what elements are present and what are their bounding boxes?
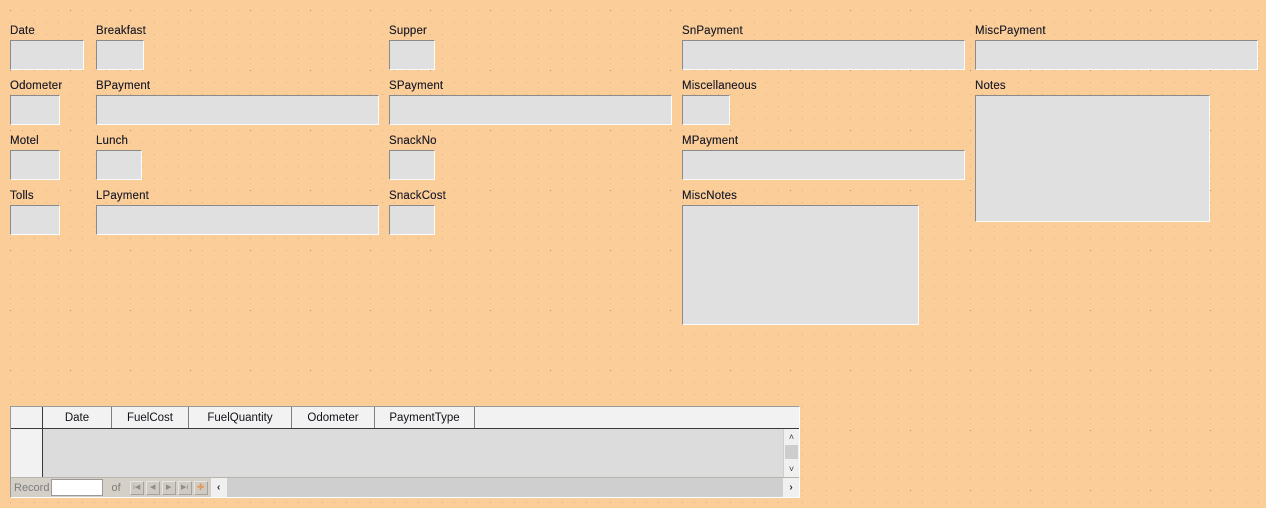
textbox-mpayment[interactable] [682, 150, 965, 180]
textbox-miscellaneous[interactable] [682, 95, 730, 125]
field-group-tolls: Tolls [10, 190, 60, 235]
textbox-motel[interactable] [10, 150, 60, 180]
label-supper: Supper [389, 25, 427, 37]
field-group-bpayment: BPayment [96, 80, 379, 125]
scroll-down-icon[interactable]: ˅ [784, 461, 799, 477]
label-bpayment: BPayment [96, 80, 151, 92]
label-tolls: Tolls [10, 190, 34, 202]
previous-record-button[interactable]: ◀ [145, 480, 160, 495]
vertical-scroll-thumb[interactable] [785, 445, 798, 459]
label-miscpayment: MiscPayment [975, 25, 1046, 37]
column-header-filler [475, 407, 799, 428]
label-notes: Notes [975, 80, 1006, 92]
column-header-date[interactable]: Date [43, 407, 112, 428]
column-header-fuelcost[interactable]: FuelCost [112, 407, 189, 428]
label-mpayment: MPayment [682, 135, 739, 147]
field-group-date: Date [10, 25, 84, 70]
scroll-left-icon[interactable]: ‹ [210, 478, 227, 497]
record-number-input[interactable] [51, 479, 104, 496]
label-miscnotes: MiscNotes [682, 190, 738, 202]
textbox-odometer[interactable] [10, 95, 60, 125]
textbox-bpayment[interactable] [96, 95, 379, 125]
field-group-snackcost: SnackCost [389, 190, 446, 235]
datasheet-grid-area[interactable] [43, 429, 783, 477]
label-odometer: Odometer [10, 80, 63, 92]
textbox-snpayment[interactable] [682, 40, 965, 70]
label-snackno: SnackNo [389, 135, 437, 147]
datasheet-horizontal-scrollbar[interactable]: ‹ › [210, 478, 799, 497]
label-miscellaneous: Miscellaneous [682, 80, 757, 92]
new-record-button[interactable]: ✚ [193, 480, 208, 495]
column-header-paymenttype[interactable]: PaymentType [375, 407, 475, 428]
field-group-lunch: Lunch [96, 135, 142, 180]
field-group-spayment: SPayment [389, 80, 672, 125]
first-record-button[interactable]: ı◀ [129, 480, 144, 495]
field-group-breakfast: Breakfast [96, 25, 146, 70]
field-group-supper: Supper [389, 25, 435, 70]
field-group-mpayment: MPayment [682, 135, 965, 180]
datasheet-vertical-scrollbar[interactable]: ˄ ˅ [783, 429, 799, 477]
next-record-button[interactable]: ▶ [161, 480, 176, 495]
field-group-notes: Notes [975, 80, 1210, 222]
scroll-right-icon[interactable]: › [783, 478, 799, 497]
horizontal-scroll-track[interactable] [226, 478, 783, 497]
field-group-miscellaneous: Miscellaneous [682, 80, 757, 125]
column-header-fuelquantity[interactable]: FuelQuantity [189, 407, 292, 428]
label-breakfast: Breakfast [96, 25, 146, 37]
memo-miscnotes[interactable] [682, 205, 919, 325]
label-snpayment: SnPayment [682, 25, 743, 37]
textbox-lunch[interactable] [96, 150, 142, 180]
memo-notes[interactable] [975, 95, 1210, 222]
datasheet-select-all-corner[interactable] [11, 407, 43, 428]
textbox-lpayment[interactable] [96, 205, 379, 235]
label-motel: Motel [10, 135, 39, 147]
field-group-lpayment: LPayment [96, 190, 379, 235]
last-record-button[interactable]: ▶ı [177, 480, 192, 495]
record-of-label: of [103, 478, 127, 497]
textbox-tolls[interactable] [10, 205, 60, 235]
label-spayment: SPayment [389, 80, 444, 92]
label-date: Date [10, 25, 35, 37]
textbox-miscpayment[interactable] [975, 40, 1258, 70]
field-group-odometer: Odometer [10, 80, 62, 125]
field-group-snpayment: SnPayment [682, 25, 965, 70]
textbox-date[interactable] [10, 40, 84, 70]
label-snackcost: SnackCost [389, 190, 446, 202]
record-label: Record [11, 478, 52, 497]
record-navigation-buttons: ı◀◀▶▶ı✚ [126, 478, 211, 497]
textbox-supper[interactable] [389, 40, 435, 70]
label-lpayment: LPayment [96, 190, 149, 202]
column-header-odometer[interactable]: Odometer [292, 407, 375, 428]
datasheet-row-selector-column[interactable] [11, 429, 43, 477]
textbox-spayment[interactable] [389, 95, 672, 125]
label-lunch: Lunch [96, 135, 129, 147]
field-group-motel: Motel [10, 135, 60, 180]
textbox-snackcost[interactable] [389, 205, 435, 235]
record-navigator: Record of ı◀◀▶▶ı✚ ‹ › [11, 477, 799, 497]
scroll-up-icon[interactable]: ˄ [784, 429, 799, 445]
textbox-breakfast[interactable] [96, 40, 144, 70]
textbox-snackno[interactable] [389, 150, 435, 180]
field-group-snackno: SnackNo [389, 135, 437, 180]
field-group-miscnotes: MiscNotes [682, 190, 919, 325]
vertical-scroll-track[interactable] [784, 445, 799, 461]
datasheet-body: ˄ ˅ [11, 429, 799, 477]
field-group-miscpayment: MiscPayment [975, 25, 1258, 70]
